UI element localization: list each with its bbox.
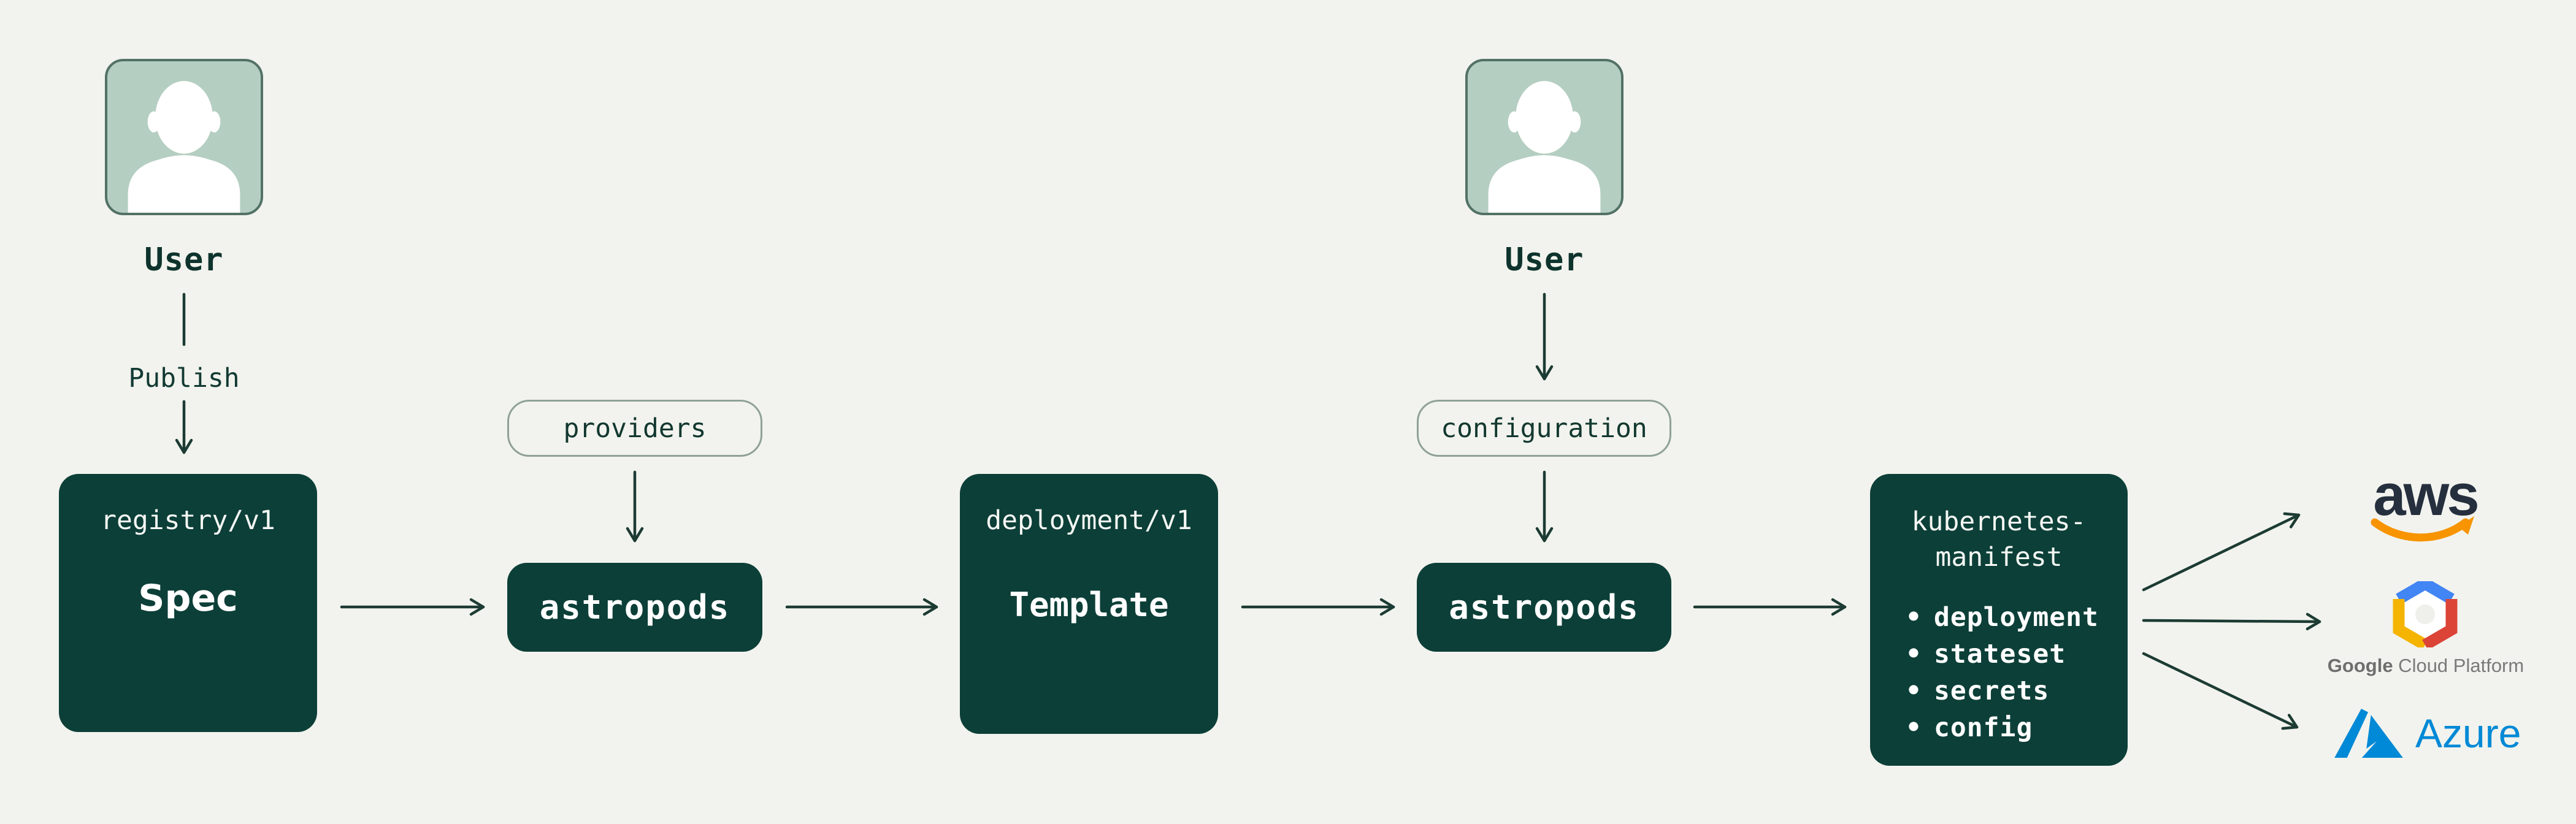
aws-wordmark: aws bbox=[2373, 466, 2477, 528]
aws-logo: aws bbox=[2369, 462, 2482, 549]
astropods-label: astropods bbox=[1449, 588, 1639, 627]
configuration-label: configuration bbox=[1441, 413, 1647, 444]
kubernetes-manifest-box: kubernetes- manifest • deployment • stat… bbox=[1870, 474, 2128, 766]
user-avatar bbox=[105, 59, 263, 215]
template-title: Template bbox=[1009, 586, 1169, 624]
astropods-label: astropods bbox=[539, 588, 730, 627]
providers-label: providers bbox=[563, 413, 707, 444]
aws-smile-arrow-tip bbox=[2458, 516, 2474, 535]
aws-logo-graphic: aws bbox=[2371, 462, 2480, 542]
aws-smile-icon bbox=[2371, 518, 2470, 542]
azure-triangle-icon bbox=[2334, 709, 2403, 758]
person-icon bbox=[128, 81, 240, 213]
bullet-dot: • bbox=[1906, 676, 1922, 706]
manifest-item-label: config bbox=[1934, 712, 2033, 743]
user-avatar bbox=[1465, 59, 1623, 215]
deployment-template-box: deployment/v1 Template bbox=[960, 474, 1218, 734]
gcp-brand-text: Google bbox=[2327, 655, 2393, 676]
astropods-box-2: astropods bbox=[1417, 563, 1671, 652]
publish-label: Publish bbox=[128, 363, 240, 394]
person-icon bbox=[1488, 81, 1601, 213]
edge-manifest-gcp bbox=[2142, 612, 2321, 631]
registry-version-label: registry/v1 bbox=[101, 505, 275, 536]
bullet-dot: • bbox=[1906, 639, 1922, 670]
configuration-pill: configuration bbox=[1417, 400, 1671, 457]
azure-logo: Azure bbox=[2334, 705, 2521, 761]
manifest-item-label: stateset bbox=[1934, 639, 2066, 670]
manifest-title-line2: manifest bbox=[1935, 542, 2063, 573]
astropods-box-1: astropods bbox=[507, 563, 762, 652]
manifest-item: • config bbox=[1906, 709, 2099, 746]
manifest-item: • secrets bbox=[1906, 673, 2099, 709]
manifest-item-label: secrets bbox=[1934, 676, 2050, 706]
user-label: User bbox=[144, 242, 224, 278]
bullet-dot: • bbox=[1906, 602, 1922, 633]
edge-manifest-aws bbox=[2142, 512, 2301, 592]
manifest-item: • stateset bbox=[1906, 636, 2099, 673]
manifest-item-label: deployment bbox=[1934, 602, 2099, 633]
edge-manifest-azure bbox=[2142, 652, 2299, 730]
bullet-dot: • bbox=[1906, 712, 1922, 743]
user-label: User bbox=[1505, 242, 1584, 278]
providers-pill: providers bbox=[507, 400, 762, 457]
deployment-version-label: deployment/v1 bbox=[986, 505, 1192, 536]
gcp-logo bbox=[2388, 577, 2462, 650]
manifest-item-list: • deployment • stateset • secrets • conf… bbox=[1906, 599, 2099, 746]
manifest-title-line1: kubernetes- bbox=[1911, 506, 2087, 537]
gcp-wordmark: Google Cloud Platform bbox=[2321, 655, 2530, 677]
registry-spec-box: registry/v1 Spec bbox=[59, 474, 317, 732]
azure-wordmark: Azure bbox=[2415, 711, 2521, 756]
gcp-hexagon-icon bbox=[2393, 577, 2458, 650]
gcp-rest-text: Cloud Platform bbox=[2393, 655, 2524, 676]
manifest-item: • deployment bbox=[1906, 599, 2099, 636]
spec-title: Spec bbox=[138, 577, 238, 620]
